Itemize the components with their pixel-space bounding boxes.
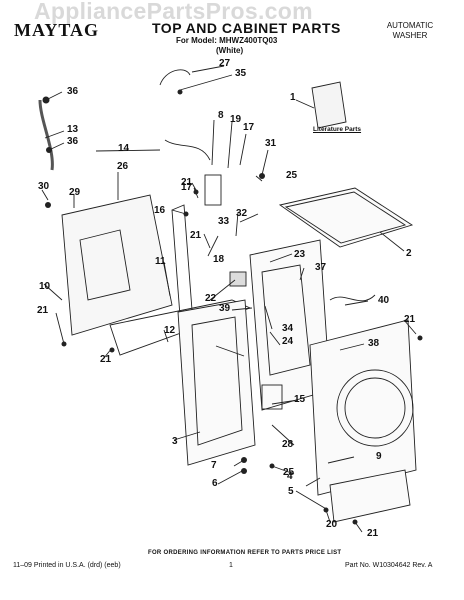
callout: 37 — [315, 262, 327, 273]
callout: 21 — [404, 314, 416, 325]
callout: 17 — [243, 122, 255, 133]
brand-logo: MAYTAG — [14, 20, 100, 40]
callout: 21 — [37, 305, 49, 316]
callout: 15 — [294, 394, 306, 405]
callout: 5 — [288, 486, 294, 497]
literature-parts-label: Literature Parts — [313, 126, 362, 133]
page-title: TOP AND CABINET PARTS — [152, 20, 341, 36]
callout: 28 — [282, 439, 294, 450]
callout: 11 — [155, 256, 166, 267]
callout: 4 — [287, 471, 293, 482]
print-info: 11–09 Printed in U.S.A. (drd) (eeb) — [13, 562, 121, 569]
callout: 23 — [294, 249, 306, 260]
model-line: For Model: MHWZ400TQ03 — [176, 36, 278, 45]
callout: 21 — [367, 528, 379, 539]
callout: 35 — [235, 68, 247, 79]
callout: 16 — [154, 205, 166, 216]
callout: 19 — [230, 114, 242, 125]
ordering-note: FOR ORDERING INFORMATION REFER TO PARTS … — [148, 550, 342, 556]
callout: 21 — [190, 230, 202, 241]
callout: 27 — [219, 58, 231, 69]
callout: 38 — [368, 338, 380, 349]
callout: 24 — [282, 336, 294, 347]
callout: 40 — [378, 295, 390, 306]
callout: 6 — [212, 478, 218, 489]
category-label: AUTOMATIC WASHER — [382, 21, 438, 41]
callout: 13 — [67, 124, 79, 135]
page-number: 1 — [229, 562, 233, 569]
callout: 32 — [236, 208, 248, 219]
callout: 25 — [286, 170, 298, 181]
callout: 9 — [376, 451, 382, 462]
category-line-1: AUTOMATIC — [386, 21, 434, 30]
callout: 14 — [118, 143, 130, 154]
callout: 20 — [326, 519, 338, 530]
callout: 2 — [406, 248, 412, 259]
callout: 12 — [164, 325, 176, 336]
literature-booklet — [311, 81, 347, 129]
watermark: AppliancePartsPros.com — [34, 0, 313, 24]
color-line: (White) — [216, 46, 244, 55]
callout: 7 — [211, 460, 217, 471]
callout: 18 — [213, 254, 225, 265]
callout: 25 — [283, 467, 295, 478]
part-number: Part No. W10304642 Rev. A — [345, 562, 433, 569]
callout: 17 — [181, 182, 193, 193]
category-line-2: WASHER — [392, 31, 428, 40]
callout: 1 — [290, 92, 296, 103]
callout: 8 — [218, 110, 224, 121]
callout: 36 — [67, 86, 79, 97]
callout: 26 — [117, 161, 129, 172]
callout: 34 — [282, 323, 294, 334]
callout: 36 — [67, 136, 79, 147]
callout: 10 — [39, 281, 51, 292]
callout: 31 — [265, 138, 277, 149]
callout: 39 — [219, 303, 231, 314]
callout: 30 — [38, 181, 50, 192]
callout: 21 — [181, 177, 193, 188]
callout: 21 — [100, 354, 112, 365]
callout: 3 — [172, 436, 178, 447]
callout: 22 — [205, 293, 217, 304]
callout: 33 — [218, 216, 230, 227]
callout: 29 — [69, 187, 81, 198]
